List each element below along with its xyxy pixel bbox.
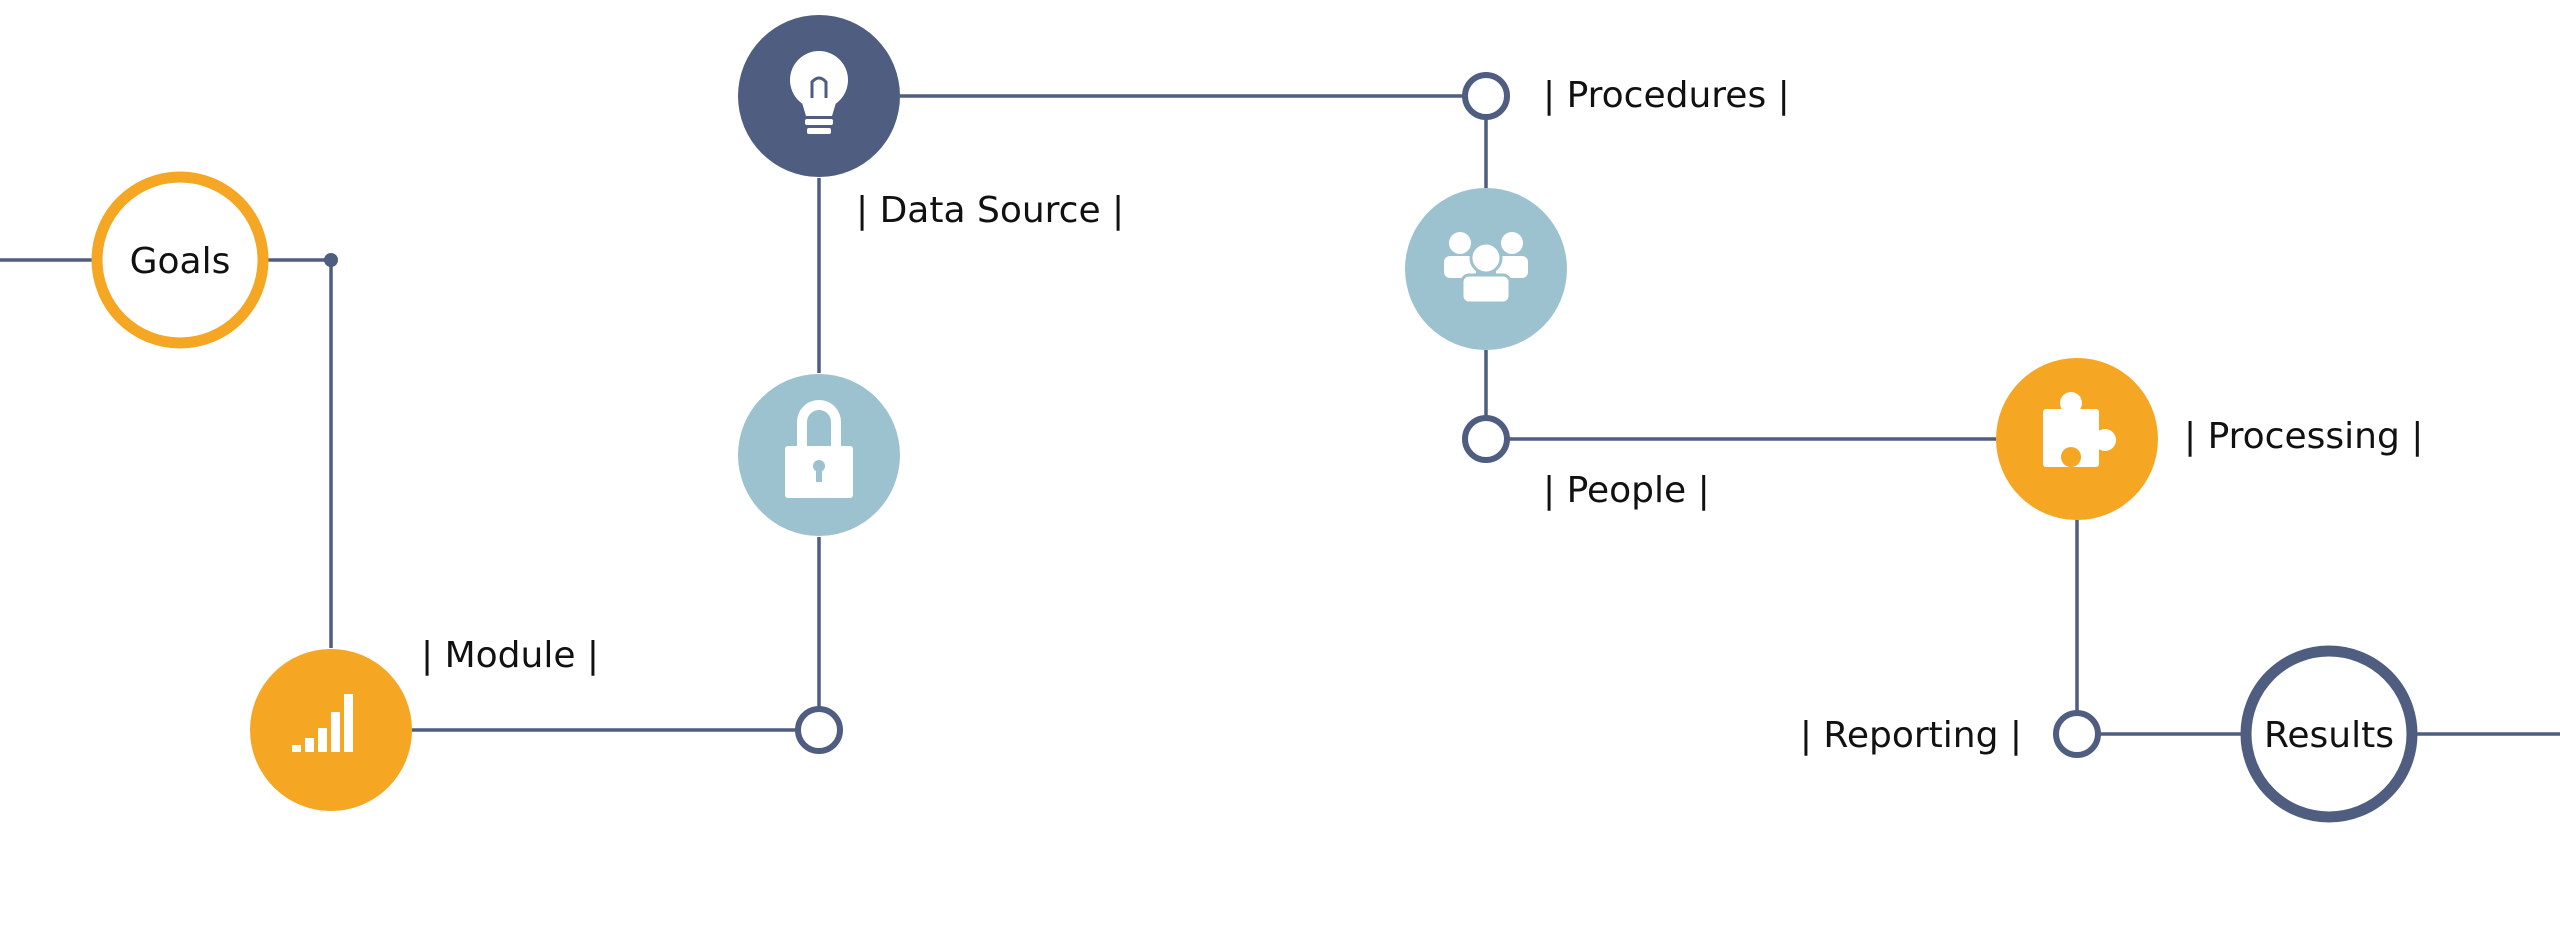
goals-label: Goals [130, 241, 231, 282]
bar-chart-icon [292, 694, 353, 752]
data-source-label: | Data Source | [856, 190, 1124, 231]
puzzle-icon [2043, 392, 2116, 467]
junction-dot [324, 253, 338, 267]
reporting-label: | Reporting | [1800, 715, 2022, 756]
data-source-node: | Data Source | [738, 15, 1124, 231]
results-label: Results [2264, 715, 2394, 756]
people-icon-node [1405, 188, 1567, 350]
people-label: | People | [1543, 470, 1710, 511]
processing-label: | Processing | [2184, 416, 2423, 457]
connector-ring-module [795, 706, 843, 754]
lightbulb-icon [790, 51, 848, 134]
goals-ring [91, 171, 269, 349]
procedures-label: | Procedures | [1543, 75, 1790, 116]
procedures-node: | Procedures | [1462, 72, 1790, 120]
lock-icon [785, 400, 853, 498]
module-label: | Module | [421, 635, 599, 676]
connector-ring-reporting [2053, 710, 2101, 758]
people-icon [1444, 232, 1528, 305]
connector-ring-people [1462, 415, 1510, 463]
module-node: | Module | [250, 635, 599, 811]
reporting-node: | Reporting | [1800, 710, 2101, 758]
security-node [738, 374, 900, 536]
goals-node: Goals [91, 171, 269, 349]
connector-ring-procedures [1462, 72, 1510, 120]
results-node: Results [2240, 645, 2418, 823]
connector-lines [0, 94, 2560, 736]
processing-node: | Processing | [1996, 358, 2423, 520]
people-node: | People | [1462, 415, 1710, 511]
results-ring [2240, 645, 2418, 823]
